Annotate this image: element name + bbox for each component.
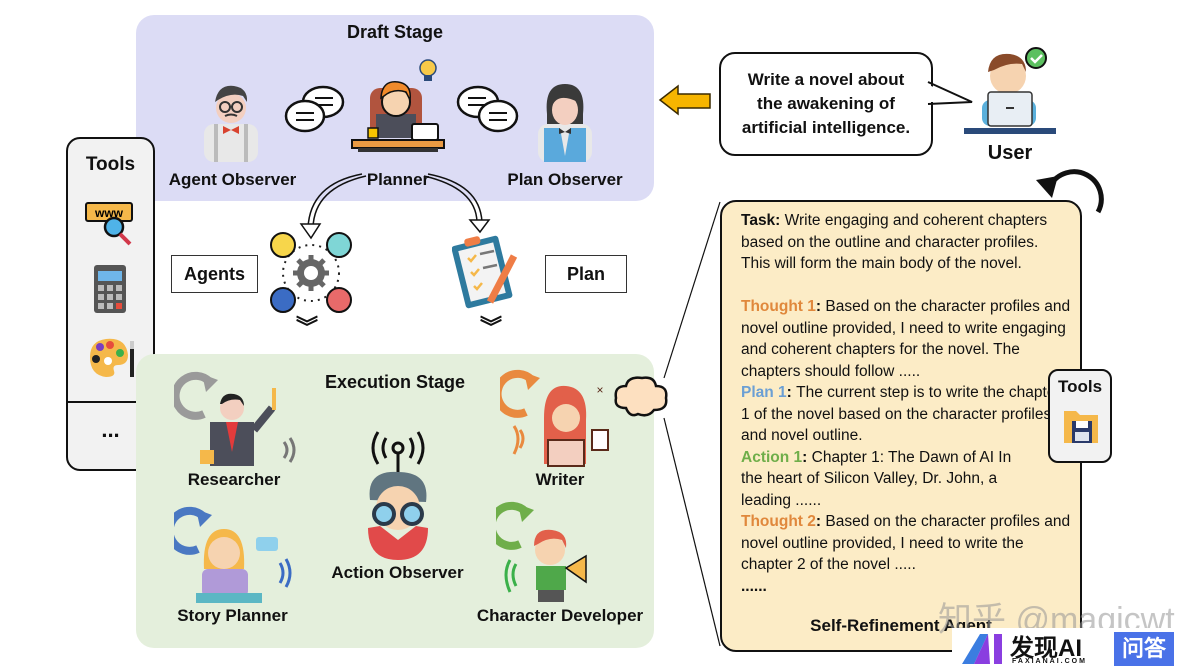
agent-observer-label: Agent Observer — [168, 170, 297, 189]
brand-name: 发现AI — [1010, 635, 1082, 662]
team-gear-network-icon — [270, 232, 352, 313]
user-request-text: Write a novel about the awakening of art… — [741, 70, 911, 137]
refresh-cycle-icon — [1036, 169, 1104, 214]
action-1-block: Action 1: Chapter 1: The Dawn of AI In t… — [741, 448, 1012, 509]
action-observer-icon — [368, 431, 428, 560]
brand-logo-icon — [962, 634, 1002, 664]
more-tools-button[interactable]: ... — [101, 417, 120, 442]
arrow-to-agents — [307, 173, 363, 229]
bubble-tail — [926, 81, 973, 105]
planner-at-desk-with-lightbulb-icon — [351, 59, 445, 152]
character-developer-icon — [496, 501, 587, 602]
plan-observer-label: Plan Observer — [507, 170, 623, 189]
tools-divider — [68, 401, 153, 403]
lightbulb-icon — [419, 59, 437, 81]
chat-bubbles-icon — [284, 85, 345, 133]
chat-bubbles-icon — [456, 85, 519, 133]
arrow-left-icon — [658, 84, 711, 116]
draft-stage-title: Draft Stage — [346, 22, 444, 42]
task-text: Write engaging and coherent chapters bas… — [741, 212, 1048, 272]
user-request-bubble: Write a novel about the awakening of art… — [719, 52, 933, 156]
plan-1-label: Plan 1 — [741, 384, 787, 401]
story-planner-icon — [174, 506, 292, 603]
action-observer-label: Action Observer — [331, 563, 464, 582]
agent-tools-box: Tools — [1048, 369, 1112, 463]
web-search-icon[interactable]: www — [84, 199, 138, 247]
arrow-to-plan — [427, 173, 483, 223]
execution-stage-title: Execution Stage — [324, 372, 466, 392]
ellipsis: ...... — [741, 577, 767, 595]
researcher-icon — [174, 371, 296, 466]
researcher-label: Researcher — [187, 470, 281, 489]
paint-palette-icon[interactable] — [86, 335, 138, 379]
qa-badge[interactable]: 问答 — [1114, 632, 1174, 666]
plan-1-block: Plan 1: The current step is to write the… — [741, 384, 1061, 444]
planner-branch-arrows — [299, 173, 491, 240]
svg-text:www: www — [94, 206, 124, 220]
calculator-icon[interactable] — [92, 263, 128, 315]
folder-save-icon[interactable] — [1062, 405, 1100, 445]
agents-label-box: Agents — [171, 255, 258, 293]
user-label: User — [987, 142, 1033, 164]
user-at-laptop-icon — [964, 47, 1056, 134]
writer-icon: × — [500, 369, 609, 467]
writer-label: Writer — [535, 470, 585, 489]
self-refinement-agent-card: Task: Write engaging and coherent chapte… — [720, 200, 1082, 652]
thought-cloud-icon — [614, 376, 668, 417]
plan-1-text: The current step is to write the chapter… — [741, 384, 1061, 444]
thought-2-label: Thought 2 — [741, 513, 816, 530]
thought-1-text: Based on the character profiles and nove… — [741, 298, 1071, 380]
action-1-text: Chapter 1: The Dawn of AI In the heart o… — [741, 448, 1012, 509]
man-with-glasses-bowtie-icon — [204, 85, 258, 162]
task-block: Task: Write engaging and coherent chapte… — [741, 210, 1071, 275]
svg-text:×: × — [596, 383, 603, 397]
task-label: Task: — [741, 212, 781, 229]
agent-tools-title: Tools — [1057, 377, 1103, 396]
thought-1-block: Thought 1: Based on the character profil… — [741, 298, 1071, 380]
thought-2-text: Based on the character profiles and nove… — [741, 513, 1071, 573]
thought-2-block: Thought 2: Based on the character profil… — [741, 513, 1071, 573]
story-planner-label: Story Planner — [177, 606, 288, 625]
woman-with-vest-icon — [538, 84, 592, 162]
antenna-signal-icon — [371, 431, 425, 465]
plan-label-box: Plan — [545, 255, 627, 293]
thought-1-label: Thought 1 — [741, 298, 816, 315]
brand-domain: FAXIANAI.COM — [1012, 658, 1087, 665]
chevron-down-double-icon: ︾ — [296, 315, 319, 340]
callout-lines — [663, 201, 721, 647]
character-developer-label: Character Developer — [476, 606, 644, 625]
planner-label: Planner — [366, 170, 430, 189]
watermark-badge: 发现AI FAXIANAI.COM 问答 — [952, 628, 1178, 670]
self-refinement-agent-title: Self-Refinement Agent — [810, 616, 992, 635]
tools-panel-title: Tools — [85, 154, 136, 175]
clipboard-checklist-pencil-icon — [452, 235, 518, 309]
action-1-label: Action 1 — [741, 448, 803, 466]
chevron-down-double-icon: ︾ — [480, 315, 503, 340]
